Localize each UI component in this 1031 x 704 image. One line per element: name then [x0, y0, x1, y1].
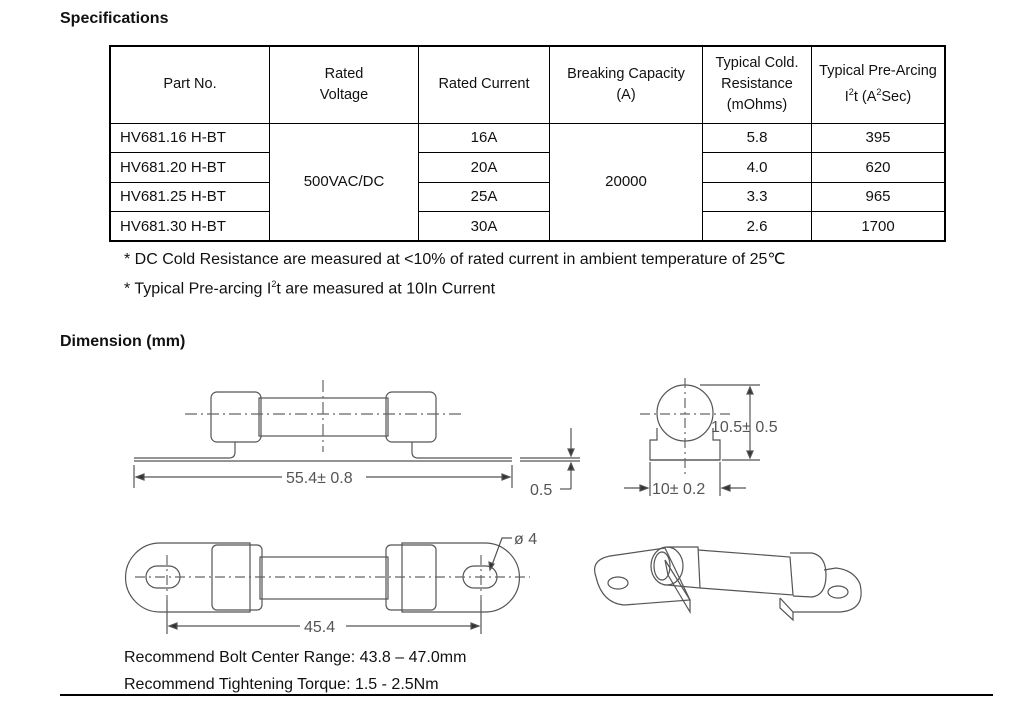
prearc-sup1: 2 — [848, 87, 854, 98]
header-resistance-line1: Typical Cold. — [715, 55, 799, 72]
specifications-heading: Specifications — [60, 10, 169, 27]
cell-current: 25A — [418, 181, 550, 213]
header-part-no: Part No. — [109, 45, 270, 124]
table-row: HV681.20 H-BT 20A 4.0 620 — [109, 152, 946, 183]
specifications-table: Part No. Rated Voltage Rated Current Bre… — [109, 45, 946, 242]
prearc-t: t (A — [853, 89, 877, 106]
dimension-heading: Dimension (mm) — [60, 333, 186, 350]
dim-length-label: 55.4± 0.8 — [286, 470, 353, 487]
table-row: HV681.25 H-BT 25A 3.3 965 — [109, 181, 946, 213]
header-voltage-line1: Rated — [324, 65, 364, 82]
header-pre-arcing: Typical Pre-Arcing I2t (A2Sec) — [811, 45, 946, 124]
note-cold-resistance: * DC Cold Resistance are measured at <10… — [124, 251, 786, 268]
prearc-end: Sec) — [881, 89, 912, 106]
cell-resistance: 3.3 — [702, 181, 812, 213]
header-resistance-line2: Resistance — [721, 76, 793, 93]
cell-part: HV681.20 H-BT — [109, 152, 270, 183]
cell-current: 16A — [418, 122, 550, 154]
cell-breaking: 20000 — [549, 122, 703, 242]
fuse-top-view — [124, 542, 521, 613]
cell-resistance: 2.6 — [702, 211, 812, 242]
header-cold-resistance: Typical Cold. Resistance (mOhms) — [702, 45, 812, 124]
note2-part-b: t are measured at 10In Current — [276, 280, 496, 298]
note-pre-arcing: * Typical Pre-arcing I2t are measured at… — [124, 279, 495, 298]
cell-current: 20A — [418, 152, 550, 183]
dim-height-label: 10.5± 0.5 — [711, 419, 778, 436]
table-row: HV681.30 H-BT 30A 2.6 1700 — [109, 211, 946, 242]
header-prearc-line1: Typical Pre-Arcing — [819, 63, 937, 80]
recommend-bolt-range: Recommend Bolt Center Range: 43.8 – 47.0… — [124, 649, 467, 666]
dim-thickness-label: 0.5 — [530, 482, 552, 499]
cell-resistance: 4.0 — [702, 152, 812, 183]
header-breaking-line2: (A) — [616, 86, 636, 103]
cell-current: 30A — [418, 211, 550, 242]
recommend-torque: Recommend Tightening Torque: 1.5 - 2.5Nm — [124, 676, 439, 693]
fuse-isometric-view — [594, 546, 862, 622]
cell-resistance: 5.8 — [702, 122, 812, 154]
note2-part-a: * Typical Pre-arcing I — [124, 280, 272, 298]
cell-prearc: 395 — [811, 122, 946, 154]
dim-bolt-center-label: 45.4 — [304, 619, 335, 636]
header-rated-voltage: Rated Voltage — [269, 45, 419, 124]
dim-width-label: 10± 0.2 — [652, 481, 705, 498]
note2-sup: 2 — [271, 279, 277, 289]
table-row: HV681.16 H-BT 500VAC/DC 16A 20000 5.8 39… — [109, 122, 946, 242]
dim-length-line — [133, 465, 513, 488]
dim-height-line — [700, 384, 760, 461]
prearc-i: I — [844, 89, 849, 106]
cell-prearc: 620 — [811, 152, 946, 183]
header-prearc-line2: I2t (A2Sec) — [844, 87, 912, 106]
dim-hole-label: ø 4 — [514, 531, 537, 548]
cell-prearc: 1700 — [811, 211, 946, 242]
dim-bolt-center-line — [166, 600, 482, 634]
cell-prearc: 965 — [811, 181, 946, 213]
prearc-sup2: 2 — [876, 87, 882, 98]
header-voltage-line2: Voltage — [319, 86, 369, 103]
header-breaking-line1: Breaking Capacity — [567, 65, 685, 82]
bottom-rule — [60, 694, 993, 696]
header-resistance-line3: (mOhms) — [726, 97, 788, 114]
cell-voltage: 500VAC/DC — [269, 122, 419, 242]
header-breaking-capacity: Breaking Capacity (A) — [549, 45, 703, 124]
cell-part: HV681.30 H-BT — [109, 211, 270, 242]
dim-hole-leader — [488, 537, 512, 572]
dim-width-line — [624, 462, 746, 496]
dim-thickness-line — [520, 428, 580, 490]
table-header-row: Part No. Rated Voltage Rated Current Bre… — [109, 45, 946, 124]
